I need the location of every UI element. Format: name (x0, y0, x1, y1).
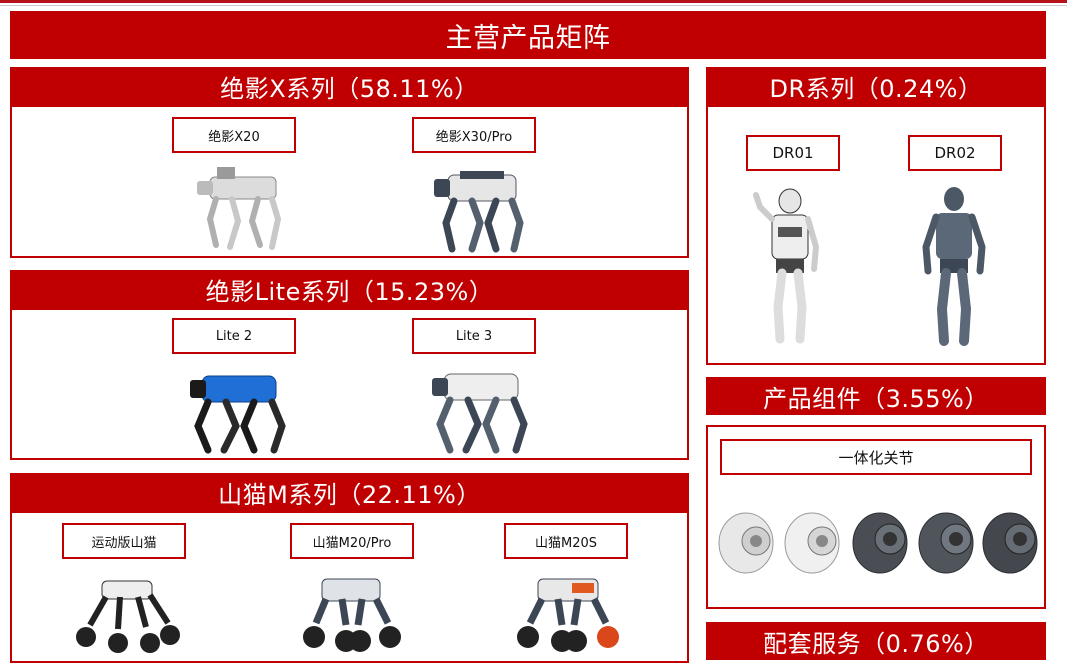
product-label-lynx-m20-pro: 山猫M20/Pro (290, 523, 414, 559)
product-label-lite3: Lite 3 (412, 318, 536, 354)
product-label-x30-pro: 绝影X30/Pro (412, 117, 536, 153)
joint-white-1 (718, 512, 774, 574)
top-rule-secondary (0, 5, 1067, 6)
top-rule (0, 0, 1067, 3)
product-label-lite2: Lite 2 (172, 318, 296, 354)
joint-dark-2 (918, 512, 974, 574)
x20-robot-dog-image (192, 157, 292, 253)
product-label-dr01: DR01 (746, 135, 840, 171)
joint-dark-1 (852, 512, 908, 574)
x-series-title: 绝影X系列（58.11%） (10, 67, 689, 105)
product-label-sport-lynx: 运动版山猫 (62, 523, 186, 559)
lynx-m20s-robot-image (512, 565, 622, 657)
services-title: 配套服务（0.76%） (706, 622, 1046, 660)
product-label-dr02: DR02 (908, 135, 1002, 171)
main-title: 主营产品矩阵 (10, 11, 1046, 59)
lite-series-panel: Lite 2 Lite 3 (10, 308, 689, 460)
product-label-lynx-m20s: 山猫M20S (504, 523, 628, 559)
dr-series-title: DR系列（0.24%） (706, 67, 1046, 105)
m-series-title: 山猫M系列（22.11%） (10, 473, 689, 511)
components-title: 产品组件（3.55%） (706, 377, 1046, 415)
product-label-integrated-joint: 一体化关节 (720, 439, 1032, 475)
dr-series-panel: DR01 DR02 (706, 105, 1046, 365)
x30-pro-robot-dog-image (430, 157, 534, 255)
joint-dark-3 (982, 512, 1038, 574)
dr01-humanoid-image (750, 187, 830, 345)
lynx-m20-pro-robot-image (296, 565, 406, 657)
x-series-panel: 绝影X20 绝影X30/Pro (10, 105, 689, 258)
integrated-joints-image (716, 507, 1040, 577)
dr02-humanoid-image (914, 185, 994, 347)
components-panel: 一体化关节 (706, 425, 1046, 609)
lite-series-title: 绝影Lite系列（15.23%） (10, 270, 689, 308)
sport-lynx-robot-image (72, 565, 182, 657)
lite2-robot-dog-image (184, 364, 294, 456)
product-label-x20: 绝影X20 (172, 117, 296, 153)
m-series-panel: 运动版山猫 山猫M20/Pro 山猫M20S (10, 511, 689, 663)
lite3-robot-dog-image (426, 360, 536, 456)
joint-white-2 (784, 512, 840, 574)
